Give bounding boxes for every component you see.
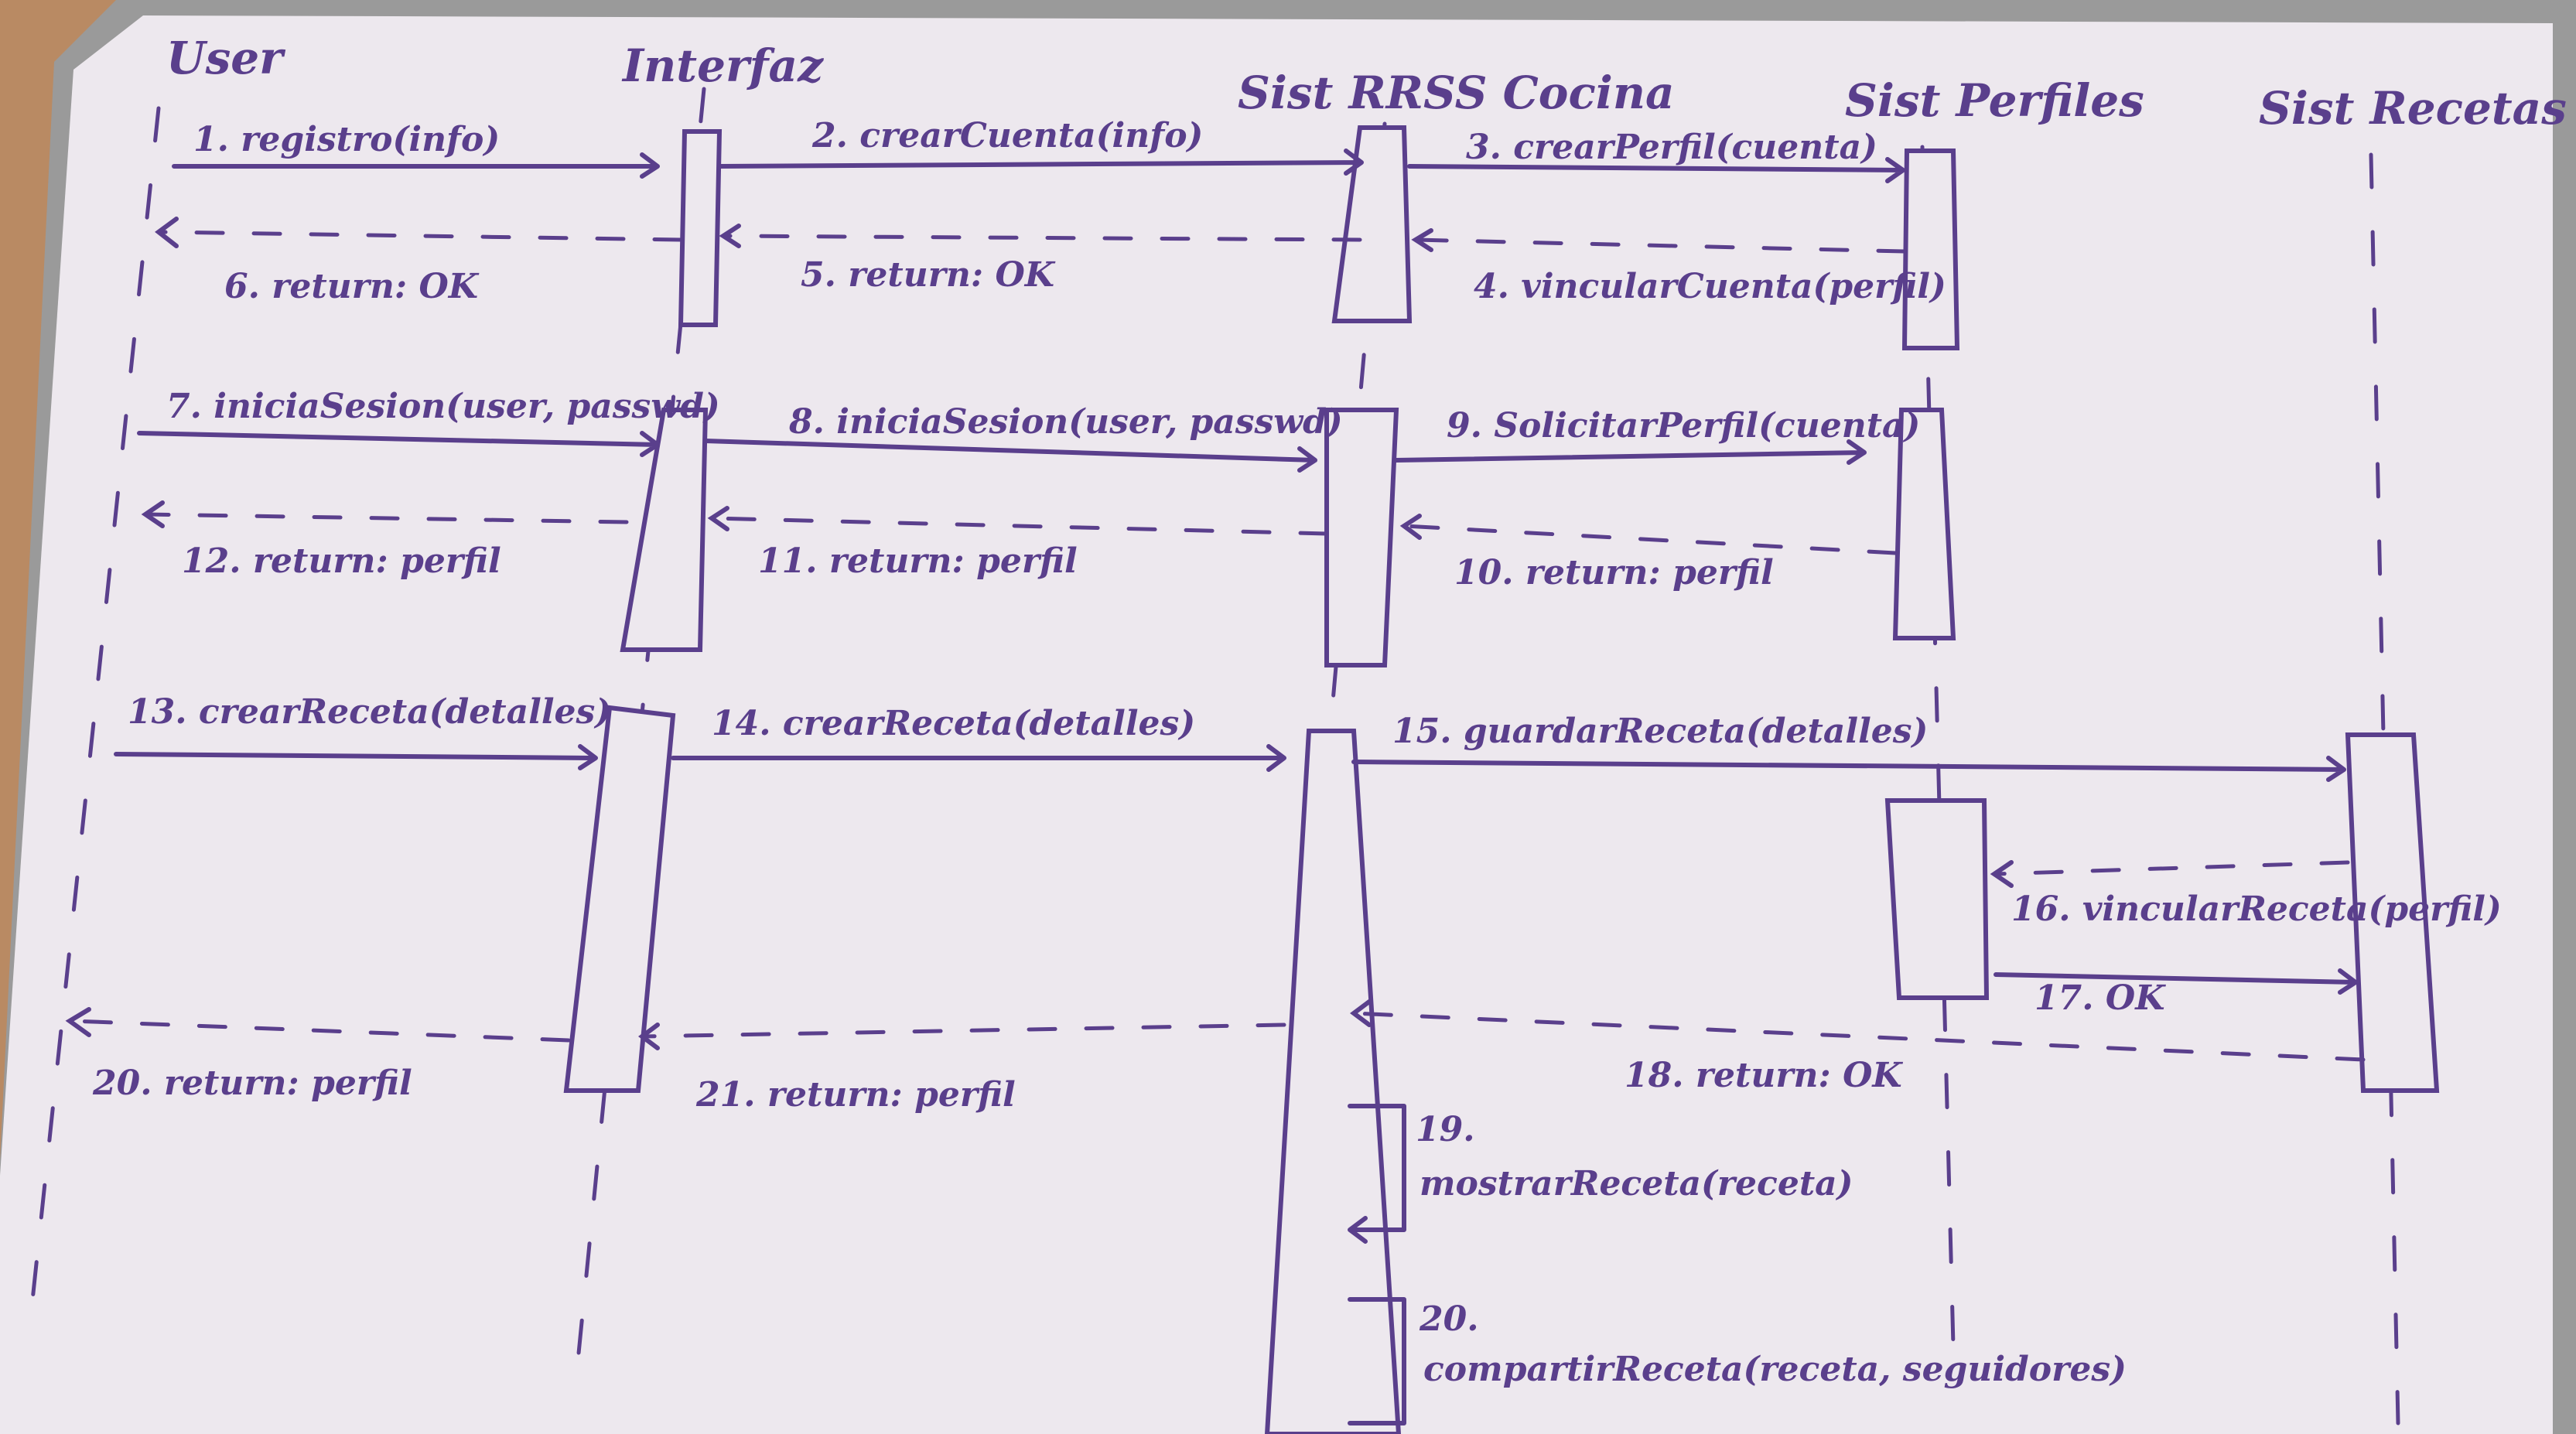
msg-20-return: 20. return: perfil [92, 1064, 412, 1103]
actor-perfiles: Sist Perfiles [1845, 74, 2144, 127]
arrow-1 [172, 152, 660, 179]
msg-7: 7. iniciaSesion(user, passwd) [166, 387, 720, 426]
arrow-4 [1413, 237, 1907, 254]
arrow-16 [1993, 860, 2350, 876]
msg-4: 4. vincularCuenta(perfil) [1474, 267, 1946, 306]
activation-interfaz-2 [620, 408, 709, 652]
arrowhead-20 [65, 1007, 91, 1037]
arrow-12 [145, 512, 629, 524]
arrowhead-10 [1399, 514, 1422, 540]
msg-12: 12. return: perfil [182, 541, 501, 581]
arrowhead-16 [1990, 860, 2014, 888]
msg-10: 10. return: perfil [1454, 553, 1774, 592]
lifeline-user [29, 106, 161, 1317]
arrowhead-18 [1350, 999, 1372, 1027]
activation-recetas-3 [2345, 732, 2440, 1093]
actor-interfaz: Interfaz [621, 39, 824, 92]
arrow-21 [640, 1023, 1286, 1039]
arrowhead-4 [1411, 228, 1433, 252]
arrow-20r [71, 1019, 571, 1043]
arrow-5 [721, 234, 1362, 242]
msg-19-number: 19. [1416, 1110, 1475, 1149]
arrow-7 [137, 431, 660, 457]
arrow-15 [1351, 756, 2346, 782]
arrowhead-5 [719, 224, 741, 248]
msg-20-text: compartirReceta(receta, seguidores) [1423, 1350, 2127, 1389]
arrow-3 [1407, 157, 1905, 183]
arrowhead-6 [155, 217, 179, 248]
msg-11: 11. return: perfil [758, 541, 1078, 581]
msg-18: 18. return: OK [1625, 1056, 1903, 1095]
arrow-14 [671, 744, 1286, 772]
activation-perfiles-1 [1901, 149, 1960, 350]
msg-5: 5. return: OK [801, 255, 1056, 295]
activation-rrss-3 [1264, 729, 1402, 1434]
msg-1: 1. registro(info) [193, 120, 500, 159]
arrowhead-12 [141, 500, 165, 528]
arrow-2 [717, 149, 1364, 176]
arrow-11 [709, 516, 1329, 536]
actor-user: User [166, 32, 286, 84]
msg-16: 16. vincularReceta(perfil) [2011, 889, 2502, 929]
actor-recetas: Sist Recetas [2259, 82, 2567, 135]
arrow-8 [703, 439, 1317, 473]
msg-2: 2. crearCuenta(info) [811, 116, 1203, 155]
msg-21: 21. return: perfil [695, 1075, 1016, 1115]
arrow-10 [1402, 524, 1898, 555]
msg-3: 3. crearPerfil(cuenta) [1466, 128, 1877, 167]
activation-perfiles-2 [1892, 408, 1956, 640]
msg-19-text: mostrarReceta(receta) [1420, 1164, 1853, 1204]
self-arrow-19 [1348, 1104, 1406, 1244]
arrow-13 [114, 744, 598, 770]
arrowhead-21 [638, 1023, 660, 1050]
activation-interfaz-1 [678, 129, 723, 327]
msg-8: 8. iniciaSesion(user, passwd) [788, 402, 1343, 442]
arrowhead-11 [707, 506, 729, 531]
arrow-9 [1394, 439, 1867, 465]
msg-20-number: 20. [1419, 1299, 1479, 1339]
msg-14: 14. crearReceta(detalles) [712, 704, 1195, 743]
msg-13: 13. crearReceta(detalles) [128, 692, 611, 732]
msg-15: 15. guardarReceta(detalles) [1392, 712, 1928, 751]
self-arrow-20 [1348, 1297, 1406, 1425]
activation-rrss-1 [1331, 125, 1413, 323]
actor-rrss: Sist RRSS Cocina [1238, 67, 1675, 119]
activation-interfaz-3 [563, 705, 676, 1093]
activation-perfiles-3 [1884, 798, 1990, 1000]
msg-6: 6. return: OK [224, 267, 480, 306]
msg-9: 9. SolicitarPerfil(cuenta) [1447, 406, 1920, 446]
activation-rrss-2 [1324, 408, 1399, 667]
arrow-17 [1993, 968, 2358, 995]
msg-17: 17. OK [2034, 978, 2166, 1018]
